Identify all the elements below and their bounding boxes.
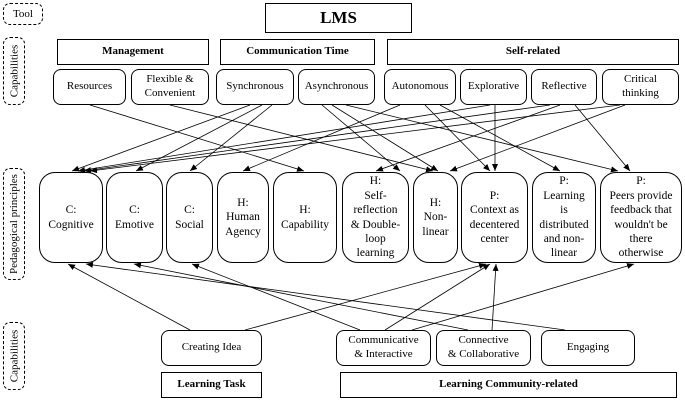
arrow-reflective-cognitive [83,104,551,173]
capability-communicative-interactive: Communicative & Interactive [336,330,431,366]
arrow-creating-cognitive [67,263,191,331]
capability-creating-idea: Creating Idea [161,330,262,366]
capability-engaging: Engaging [541,330,635,366]
arrow-synchronous-emotive [135,104,263,172]
arrow-reflective-peers [574,104,631,172]
pedagogical-principles-label: Pedagogical principles [3,168,25,280]
arrow-asynchronous-self-reflection [321,104,401,172]
principle-emotive: C: Emotive [106,172,163,263]
arrow-synchronous-social [189,104,273,172]
arrow-communicative-peers [411,263,635,331]
arrow-connective-context [491,263,499,331]
capability-resources: Resources [53,69,126,105]
arrow-resources-capability [89,104,305,172]
capabilities-bottom-label: Capabilities [3,322,25,390]
arrow-connective-emotive [133,262,469,331]
principle-cognitive: C: Cognitive [39,172,103,263]
principle-human-agency: H: Human Agency [217,172,269,263]
arrow-reflective-self-reflection [375,104,561,172]
capability-flexible-convenient: Flexible & Convenient [131,69,209,105]
arrow-autonomous-human-agency [242,104,401,172]
learning-task-header: Learning Task [161,372,262,398]
tool-label-text: Tool [12,8,33,20]
principle-social: C: Social [166,172,213,263]
arrow-explorative-cognitive [77,104,491,173]
arrow-synchronous-cognitive [71,104,251,172]
communication-time-header: Communication Time [220,39,375,65]
principle-capability: H: Capability [273,172,337,263]
principle-peers-feedback: P: Peers provide feedback that wouldn't … [600,172,682,263]
capability-reflective: Reflective [531,69,597,105]
management-header: Management [57,39,209,65]
principle-context-decentered: P: Context as decentered center [461,172,528,263]
arrow-asynchronous-peers [345,104,619,173]
arrow-communicative-social [191,263,361,331]
lms-box: LMS [265,3,412,33]
capability-explorative: Explorative [460,69,527,105]
arrow-critical-non-linear [449,104,626,172]
arrow-critical-cognitive [89,104,621,174]
principle-learning-distributed: P: Learning is distributed and non- line… [532,172,596,263]
capability-connective-collaborative: Connective & Collaborative [436,330,531,366]
arrow-autonomous-distributed [439,104,561,172]
tool-label: Tool [3,3,43,25]
capability-autonomous: Autonomous [384,69,456,105]
capabilities-top-label: Capabilities [3,37,25,105]
learning-community-header: Learning Community-related [340,372,677,398]
capability-asynchronous: Asynchronous [298,69,375,105]
principle-non-linear: H: Non- linear [413,172,458,263]
arrow-creating-context [244,262,487,331]
arrow-engaging-cognitive [85,261,566,331]
arrow-communicative-context [384,263,491,331]
principle-self-reflection: H: Self- reflection & Double- loop learn… [342,172,409,263]
arrow-asynchronous-non-linear [331,104,439,172]
capability-critical-thinking: Critical thinking [602,69,679,105]
arrow-flexible-non-linear [169,104,434,173]
capability-synchronous: Synchronous [216,69,294,105]
self-related-header: Self-related [387,39,679,65]
